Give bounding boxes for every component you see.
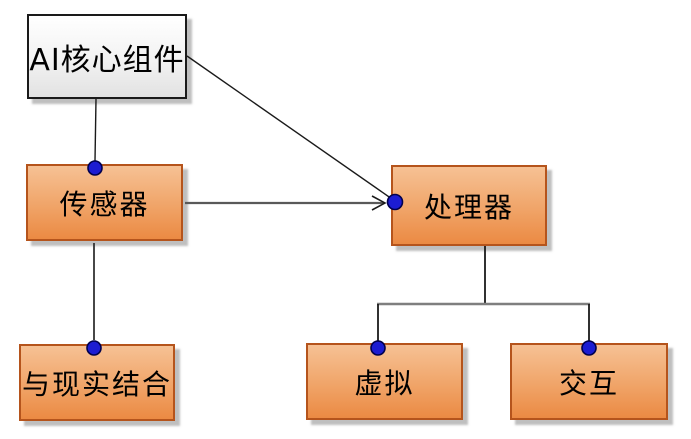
node-reality: 与现实结合 (19, 344, 175, 421)
connector-aicore-sensor (94, 98, 97, 162)
node-ai-core: AI核心组件 (27, 14, 187, 99)
node-ai-core-label: AI核心组件 (29, 42, 185, 78)
node-processor: 处理器 (391, 165, 547, 246)
node-interact: 交互 (510, 343, 668, 420)
node-virtual-label: 虚拟 (354, 366, 415, 400)
node-sensor-label: 传感器 (59, 187, 150, 221)
node-processor-label: 处理器 (423, 190, 514, 224)
connector-aicore-processor (186, 55, 393, 200)
node-interact-label: 交互 (558, 366, 619, 400)
node-sensor: 传感器 (26, 164, 183, 241)
arrowhead-icon (371, 195, 387, 211)
node-virtual: 虚拟 (306, 343, 463, 420)
node-reality-label: 与现实结合 (21, 367, 172, 401)
